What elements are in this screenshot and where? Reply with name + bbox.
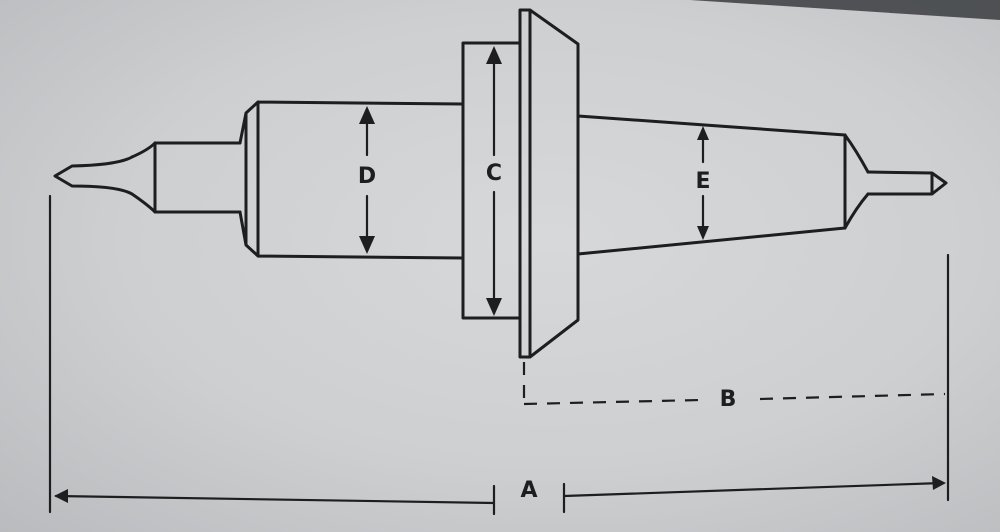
dimension-e <box>697 126 709 240</box>
dimension-b <box>522 362 946 406</box>
right-tip <box>866 170 948 196</box>
label-d: D <box>358 164 376 189</box>
label-c: C <box>486 161 502 186</box>
left-neck <box>130 141 157 214</box>
body-d <box>238 100 465 260</box>
left-shank <box>153 141 242 214</box>
taper-e <box>576 114 847 256</box>
right-neck <box>843 133 870 230</box>
dimension-a <box>48 194 950 516</box>
label-e: E <box>695 169 710 194</box>
tapered-disc <box>518 8 580 359</box>
label-a: A <box>520 478 537 503</box>
left-tip <box>53 155 134 196</box>
dimension-c <box>486 46 502 316</box>
dimension-d <box>359 106 375 254</box>
label-b: B <box>720 387 737 412</box>
